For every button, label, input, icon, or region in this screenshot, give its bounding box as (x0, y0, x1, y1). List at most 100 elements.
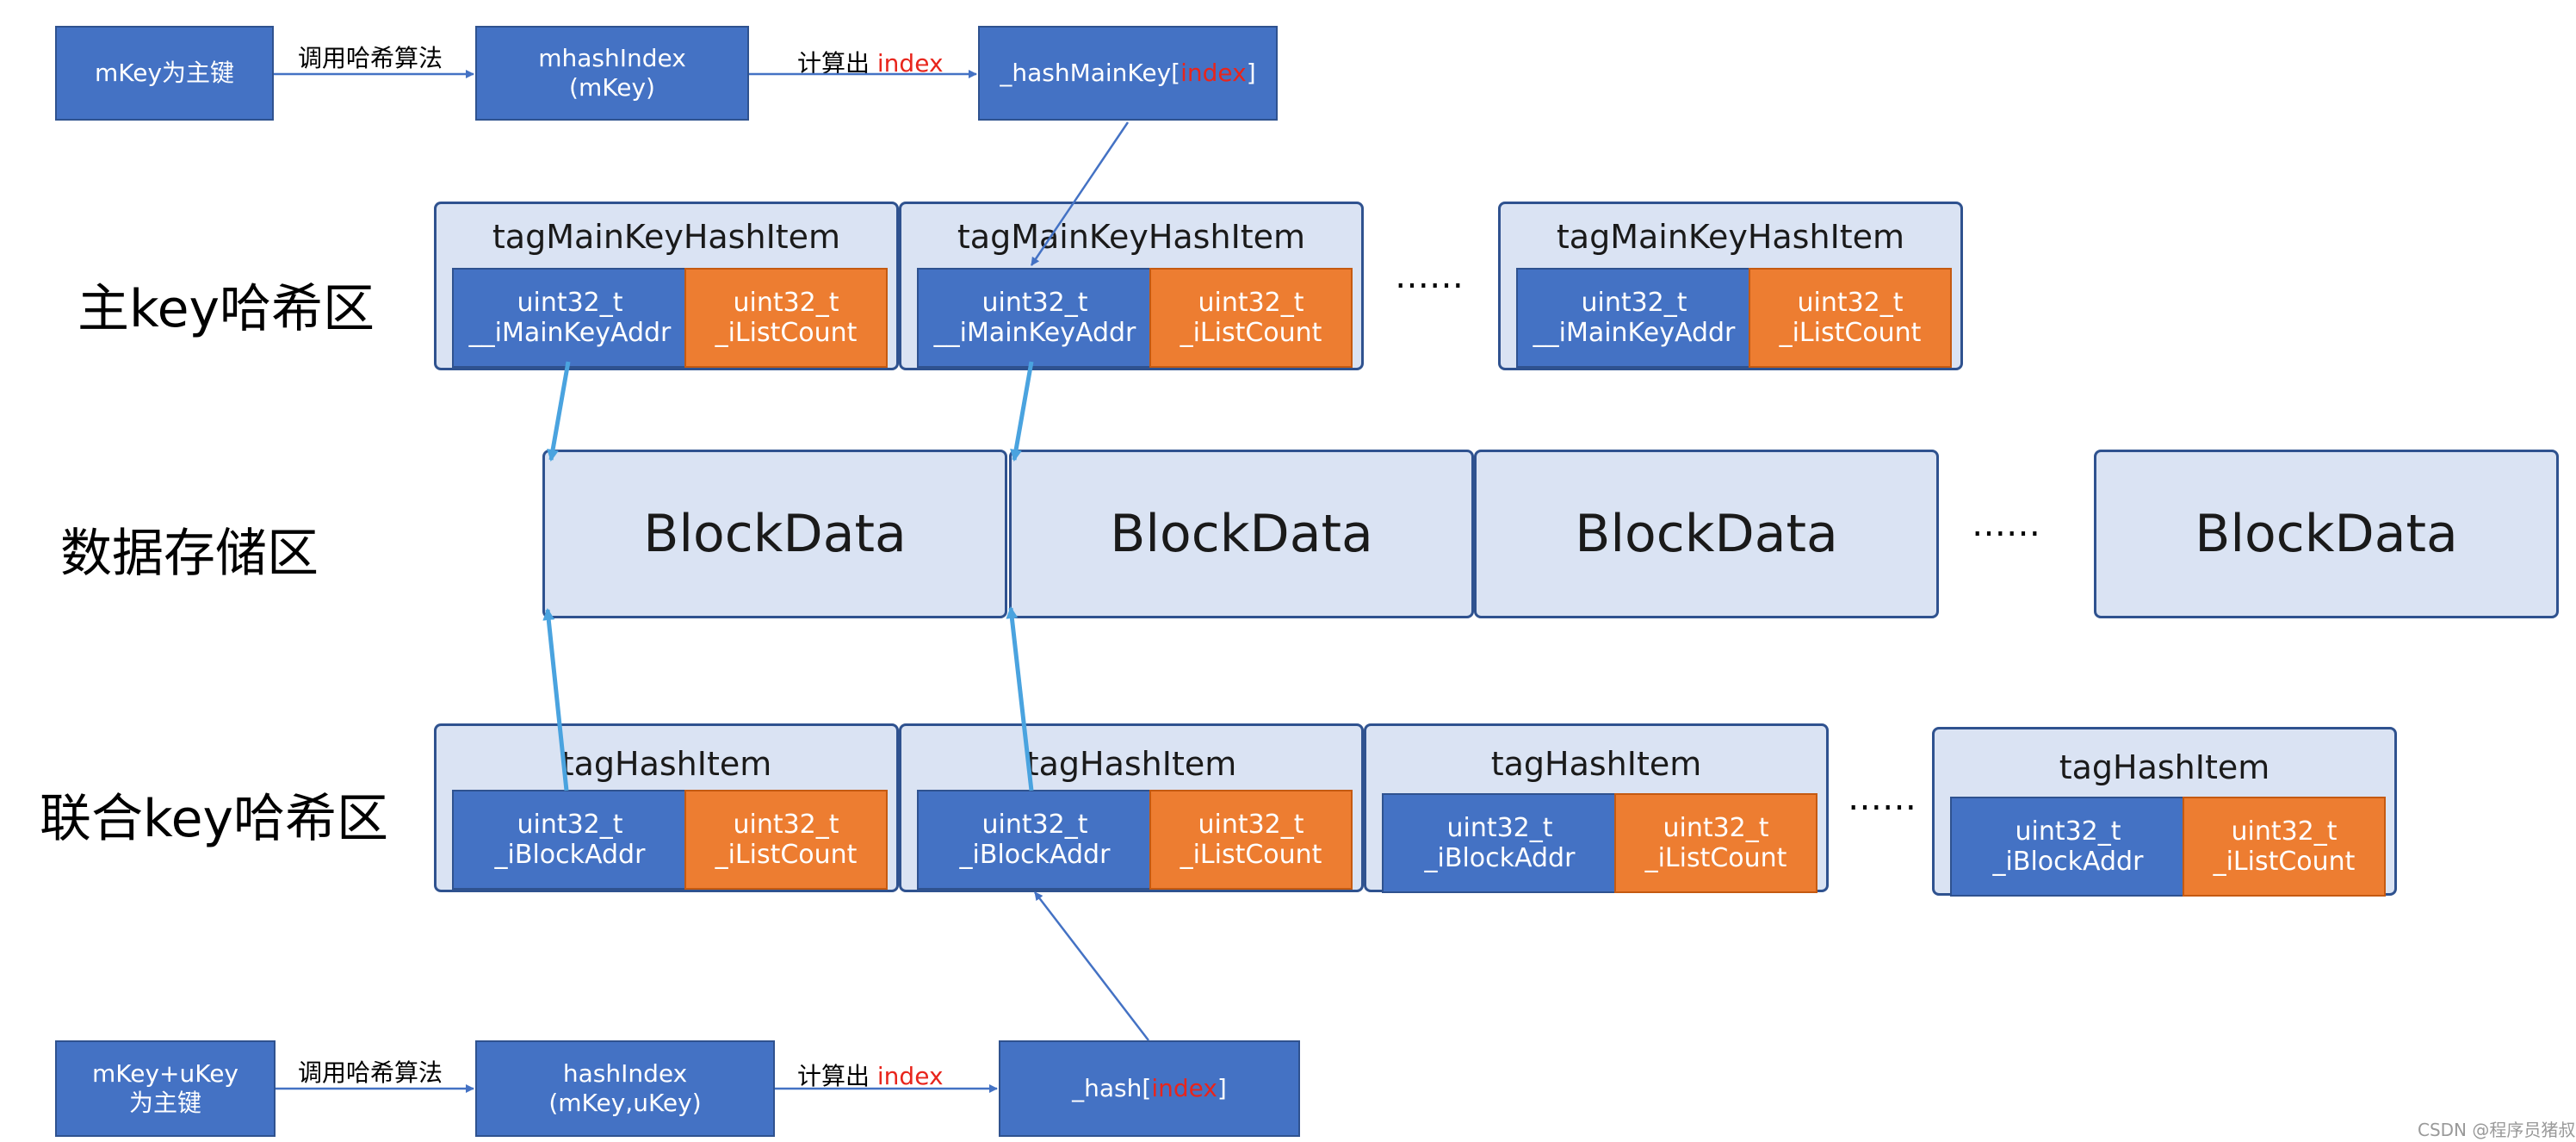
hash-label: _hash[index] (1072, 1074, 1227, 1103)
main-key-addr-field: __iMainKeyAddr (468, 318, 672, 348)
main-key-hash-item: tagMainKeyHashItem uint32_t __iMainKeyAd… (1498, 202, 1963, 370)
hash-item: tagHashItem uint32_t _iBlockAddr uint32_… (434, 723, 899, 892)
block-addr-type: uint32_t (2015, 816, 2121, 847)
hash-item: tagHashItem uint32_t _iBlockAddr uint32_… (1932, 727, 2397, 897)
hash-item: tagHashItem uint32_t _iBlockAddr uint32_… (899, 723, 1364, 892)
block-addr-cell: uint32_t _iBlockAddr (452, 790, 688, 890)
arrow-hashmainkey-to-item (1030, 121, 1130, 266)
arrow-mainkey1-to-block1 (547, 361, 571, 462)
block-addr-cell: uint32_t _iBlockAddr (1950, 797, 2186, 897)
main-key-count-cell: uint32_t _iListCount (1749, 268, 1952, 368)
hash-prefix: _hash[ (1072, 1074, 1152, 1102)
mhashindex-line1: mhashIndex (538, 44, 686, 72)
hash-index: index (1151, 1074, 1217, 1102)
hash-box: _hash[index] (999, 1040, 1300, 1137)
top-compute-index-red: index (876, 49, 944, 78)
hash-item: tagHashItem uint32_t _iBlockAddr uint32_… (1364, 723, 1829, 893)
union-key-box: mKey+uKey 为主键 (55, 1040, 276, 1137)
block-data-label: BlockData (1110, 504, 1373, 564)
hash-item-title: tagHashItem (2059, 748, 2270, 786)
main-key-addr-type: uint32_t (981, 288, 1088, 318)
hash-main-key-prefix: _hashMainKey[ (1000, 59, 1181, 87)
list-count-cell: uint32_t _iListCount (1149, 790, 1353, 890)
block-addr-type: uint32_t (517, 810, 623, 840)
list-count-field: _iListCount (1644, 843, 1787, 873)
top-compute-text: 计算出 (797, 49, 877, 78)
main-key-addr-cell: uint32_t __iMainKeyAddr (917, 268, 1153, 368)
block-data: BlockData (1009, 450, 1474, 618)
bottom-compute-text: 计算出 (797, 1062, 877, 1090)
arrow-mainkey2-to-block2 (1010, 361, 1034, 462)
block-data-label: BlockData (643, 504, 907, 564)
main-key-count-field: _iListCount (715, 318, 858, 348)
list-count-field: _iListCount (2213, 847, 2356, 877)
main-key-count-type: uint32_t (1797, 288, 1904, 318)
main-key-count-cell: uint32_t _iListCount (684, 268, 888, 368)
block-addr-cell: uint32_t _iBlockAddr (917, 790, 1153, 890)
hash-item-title: tagHashItem (1025, 745, 1237, 783)
bottom-compute-index-red: index (876, 1062, 944, 1090)
main-key-count-field: _iListCount (1779, 318, 1922, 348)
top-compute-index-label: 计算出 index (797, 45, 944, 79)
arrow-hash-to-hashitem (1034, 891, 1149, 1041)
arrow-hashitem1-to-block1 (542, 608, 569, 791)
main-key-hash-item-title: tagMainKeyHashItem (957, 218, 1306, 256)
hashindex-func-box: hashIndex (mKey,uKey) (475, 1040, 775, 1137)
arrow-hashitem2-to-block2 (1006, 606, 1034, 791)
data-zone-ellipsis: …… (1972, 505, 2040, 544)
block-addr-field: _iBlockAddr (1992, 847, 2144, 877)
union-key-line1: mKey+uKey (91, 1059, 238, 1088)
main-key-addr-cell: uint32_t __iMainKeyAddr (452, 268, 688, 368)
main-key-zone-label: 主key哈希区 (77, 279, 375, 339)
main-key-label: mKey为主键 (94, 59, 235, 87)
main-key-addr-cell: uint32_t __iMainKeyAddr (1516, 268, 1752, 368)
main-key-count-type: uint32_t (1198, 288, 1304, 318)
hash-main-key-label: _hashMainKey[index] (1000, 59, 1255, 88)
data-zone-label: 数据存储区 (60, 524, 319, 584)
list-count-type: uint32_t (1198, 810, 1304, 840)
hash-item-title: tagHashItem (560, 745, 772, 783)
list-count-cell: uint32_t _iListCount (2183, 797, 2386, 897)
list-count-cell: uint32_t _iListCount (1614, 793, 1817, 893)
hash-main-key-box: _hashMainKey[index] (978, 26, 1278, 121)
main-key-count-type: uint32_t (733, 288, 839, 318)
hash-main-key-index: index (1180, 59, 1247, 87)
union-key-zone-ellipsis: …… (1848, 779, 1917, 818)
main-key-hash-item-title: tagMainKeyHashItem (492, 218, 841, 256)
hash-suffix: ] (1217, 1074, 1227, 1102)
main-key-hash-item-title: tagMainKeyHashItem (1556, 218, 1905, 256)
list-count-cell: uint32_t _iListCount (684, 790, 888, 890)
list-count-type: uint32_t (733, 810, 839, 840)
main-key-addr-type: uint32_t (517, 288, 623, 318)
main-key-addr-type: uint32_t (1581, 288, 1687, 318)
watermark: CSDN @程序员猪叔 (2418, 1120, 2576, 1140)
list-count-field: _iListCount (1180, 840, 1322, 870)
bottom-hash-call-label: 调用哈希算法 (298, 1058, 443, 1087)
top-hash-call-label: 调用哈希算法 (298, 44, 443, 72)
list-count-type: uint32_t (2231, 816, 2338, 847)
bottom-compute-index-label: 计算出 index (797, 1058, 944, 1092)
main-key-hash-item: tagMainKeyHashItem uint32_t __iMainKeyAd… (899, 202, 1364, 370)
block-data: BlockData (2094, 450, 2559, 618)
union-key-line2: 为主键 (128, 1089, 201, 1117)
hashindex-line2: (mKey,uKey) (548, 1089, 702, 1117)
list-count-type: uint32_t (1663, 813, 1769, 843)
block-data-label: BlockData (1575, 504, 1838, 564)
main-key-count-field: _iListCount (1180, 318, 1322, 348)
mhashindex-line2: (mKey) (569, 73, 655, 102)
block-addr-field: _iBlockAddr (1424, 843, 1576, 873)
block-addr-field: _iBlockAddr (494, 840, 646, 870)
block-data: BlockData (542, 450, 1007, 618)
block-data-label: BlockData (2195, 504, 2458, 564)
hash-item-title: tagHashItem (1490, 745, 1702, 783)
main-key-count-cell: uint32_t _iListCount (1149, 268, 1353, 368)
main-key-addr-field: __iMainKeyAddr (933, 318, 1136, 348)
mhashindex-func-box: mhashIndex (mKey) (475, 26, 749, 121)
block-addr-type: uint32_t (981, 810, 1088, 840)
block-data: BlockData (1474, 450, 1939, 618)
hash-main-key-suffix: ] (1246, 59, 1256, 87)
main-key-box: mKey为主键 (55, 26, 274, 121)
block-addr-type: uint32_t (1446, 813, 1553, 843)
main-key-zone-ellipsis: …… (1395, 257, 1464, 296)
